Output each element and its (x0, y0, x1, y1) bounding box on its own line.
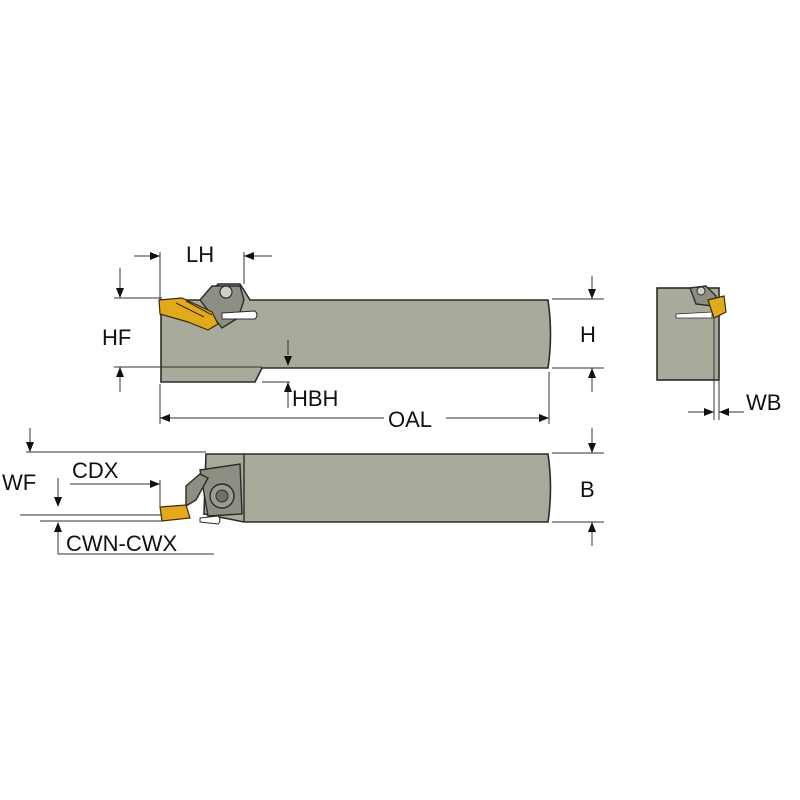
top-view-arm (185, 473, 209, 508)
cwn-cwx-label: CWN-CWX (66, 531, 178, 556)
end-view-slot (675, 311, 713, 319)
cdx-label: CDX (72, 458, 119, 483)
wf-arrow-top (26, 442, 34, 452)
b-label: B (580, 477, 595, 502)
wb-arrow-left (704, 408, 714, 416)
end-view-screw-icon (696, 286, 706, 296)
hf-arrow-top (116, 288, 124, 298)
cw-arrow-top (54, 497, 62, 507)
h-arrow-top (588, 289, 596, 299)
lh-arrow-right (244, 252, 254, 260)
clamp-slot (221, 310, 258, 320)
side-view: LH HF H HBH OAL (102, 242, 604, 432)
lh-label: LH (186, 242, 214, 267)
top-view-slot (199, 515, 221, 525)
wb-label: WB (746, 390, 781, 415)
insert-edge-lines (175, 300, 213, 318)
h-label: H (580, 322, 596, 347)
hf-arrow-bottom (116, 367, 124, 377)
b-arrow-bottom (588, 522, 596, 532)
top-view-screw-icon (215, 489, 229, 503)
cdx-arrow (150, 480, 160, 488)
side-view-insert (158, 297, 219, 331)
hbh-label: HBH (292, 386, 338, 411)
b-arrow-top (588, 443, 596, 453)
wb-arrow-right (719, 408, 729, 416)
hbh-arrow-bottom (284, 382, 292, 392)
top-view-insert (159, 504, 191, 522)
oal-arrow-left (160, 414, 170, 422)
cw-arrow-bottom (54, 522, 62, 532)
end-view: WB (656, 285, 781, 420)
top-view: B WF CDX CWN-CWX (2, 428, 604, 556)
top-view-body (203, 453, 552, 523)
oal-arrow-right (539, 414, 549, 422)
hf-label: HF (102, 325, 131, 350)
hbh-arrow-top (284, 356, 292, 366)
side-view-body (160, 283, 552, 383)
clamp-screw-icon (219, 285, 233, 299)
lh-arrow-left (150, 252, 160, 260)
wf-label: WF (2, 470, 36, 495)
h-arrow-bottom (588, 368, 596, 378)
oal-label: OAL (388, 407, 432, 432)
